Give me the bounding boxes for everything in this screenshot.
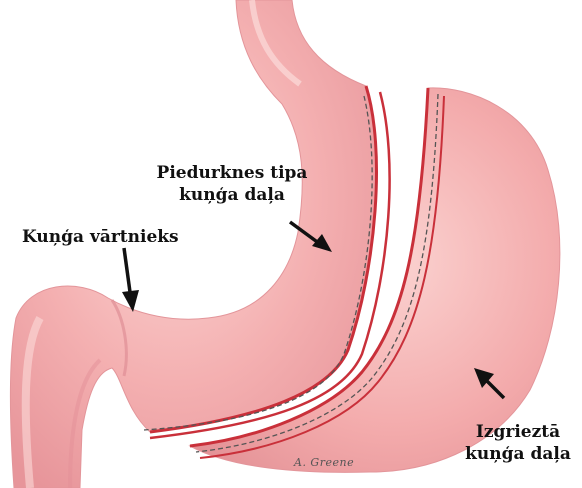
- label-removed-line1: Izgrieztā: [462, 421, 574, 443]
- arrow-pylorus: [122, 248, 139, 312]
- label-removed-line2: kuņģa daļa: [462, 443, 574, 465]
- label-removed: Izgrieztā kuņģa daļa: [462, 421, 574, 465]
- label-pylorus: Kuņģa vārtnieks: [22, 226, 179, 248]
- label-sleeve-line1: Piedurknes tipa: [148, 162, 316, 184]
- artist-signature: A. Greene: [294, 456, 354, 469]
- label-sleeve: Piedurknes tipa kuņģa daļa: [148, 162, 316, 206]
- label-sleeve-line2: kuņģa daļa: [148, 184, 316, 206]
